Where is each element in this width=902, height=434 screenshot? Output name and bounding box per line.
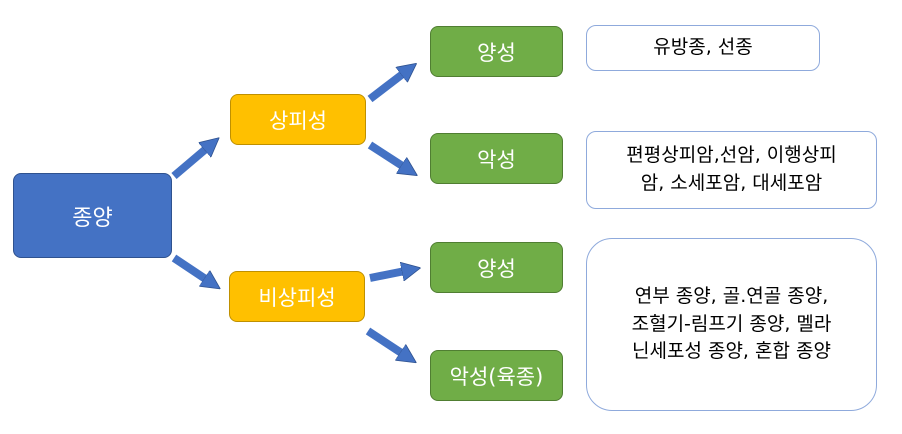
category-label: 상피성 — [269, 108, 327, 133]
arrow-epithelial-to-malignant — [367, 141, 404, 167]
arrow-root-to-epithelial — [171, 148, 207, 180]
category-epithelial: 상피성 — [230, 94, 366, 145]
arrow-nonepithelial-to-sarcoma — [365, 327, 403, 354]
description-epithelial-malignant: 편평상피암,선암, 이행상피 암, 소세포암, 대세포암 — [586, 131, 877, 209]
description-epithelial-benign: 유방종, 선종 — [586, 25, 820, 71]
arrow-epithelial-to-benign — [367, 73, 404, 103]
leaf-epithelial-benign: 양성 — [430, 26, 563, 77]
category-label: 비상피성 — [258, 285, 336, 310]
leaf-label: 악성(육종) — [449, 364, 544, 389]
leaf-nonepithelial-sarcoma: 악성(육종) — [430, 350, 563, 401]
arrow-root-to-nonepithelial — [171, 254, 207, 280]
arrow-nonepithelial-to-benign — [369, 271, 405, 282]
description-text: 연부 종양, 골.연골 종양, 조혈기-림프기 종양, 멜라 닌세포성 종양, … — [631, 285, 832, 363]
root-label: 종양 — [72, 205, 113, 231]
leaf-epithelial-malignant: 악성 — [430, 133, 563, 184]
category-nonepithelial: 비상피성 — [229, 271, 365, 322]
leaf-label: 악성 — [477, 147, 516, 172]
leaf-label: 양성 — [477, 256, 516, 281]
description-text: 유방종, 선종 — [653, 36, 753, 59]
description-text: 편평상피암,선암, 이행상피 암, 소세포암, 대세포암 — [626, 144, 837, 194]
leaf-label: 양성 — [477, 40, 516, 65]
root-node-tumor: 종양 — [13, 173, 172, 258]
leaf-nonepithelial-benign: 양성 — [430, 242, 563, 293]
description-nonepithelial: 연부 종양, 골.연골 종양, 조혈기-림프기 종양, 멜라 닌세포성 종양, … — [586, 238, 877, 411]
